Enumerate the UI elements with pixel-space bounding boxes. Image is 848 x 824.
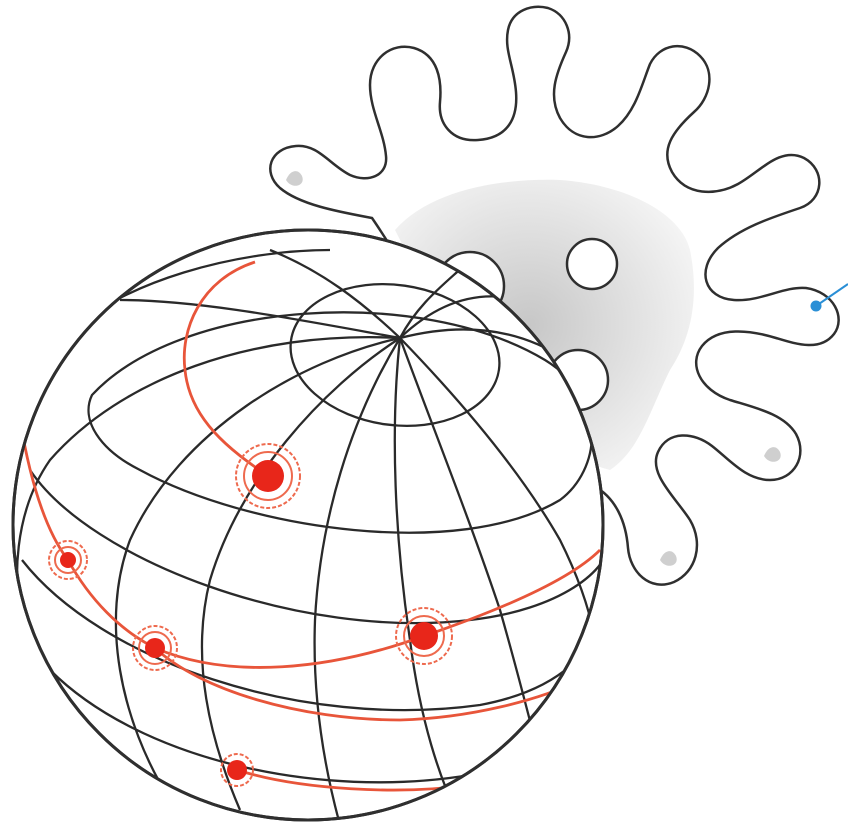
globe-outline	[11, 228, 605, 822]
hotspot-icon	[395, 607, 453, 665]
pointer-icon	[810, 283, 848, 312]
hotspot-icon	[220, 753, 254, 787]
virus-droplet	[286, 171, 303, 186]
pointer-dot	[810, 300, 822, 312]
virus-inner-hole	[565, 237, 619, 291]
virus-droplet	[660, 551, 677, 566]
pointer-line	[815, 283, 848, 307]
hotspot-icon	[235, 443, 301, 509]
hotspot-icon	[132, 625, 178, 671]
hotspot-icon	[48, 540, 88, 580]
globe-icon	[11, 228, 605, 822]
virus-droplet	[764, 447, 781, 462]
